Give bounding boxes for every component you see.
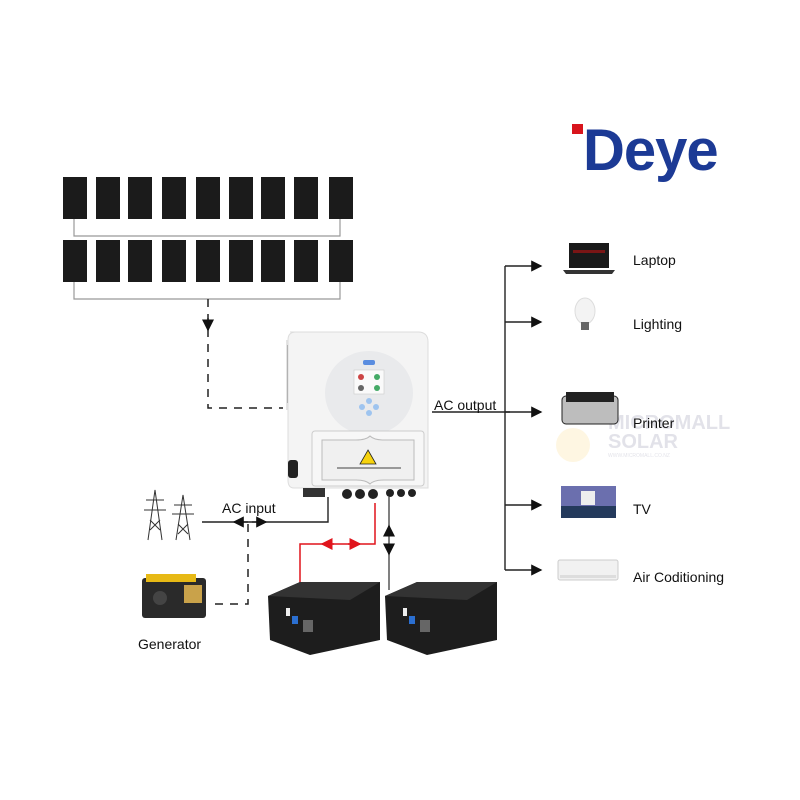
solar-array	[63, 177, 353, 282]
generator-label: Generator	[138, 636, 202, 652]
solar-panel-icon	[329, 240, 353, 282]
power-grid-tower-icon	[144, 489, 194, 541]
laptop-icon	[563, 243, 615, 274]
solar-panel-icon	[96, 240, 120, 282]
battery-rack-icon	[385, 582, 497, 655]
solar-panel-icon	[261, 240, 285, 282]
battery-rack-icon	[268, 582, 380, 655]
load-label-laptop: Laptop	[633, 252, 676, 268]
light-bulb-icon	[574, 297, 596, 330]
solar-panel-icon	[162, 240, 186, 282]
solar-panel-icon	[329, 177, 353, 219]
solar-panel-icon	[128, 177, 152, 219]
load-arrows	[505, 260, 543, 576]
solar-panel-icon	[294, 240, 318, 282]
solar-panel-icon	[261, 177, 285, 219]
solar-panel-icon	[128, 240, 152, 282]
load-label-tv: TV	[633, 501, 651, 517]
load-label-printer: Printer	[633, 415, 675, 431]
ac-output-label: AC output	[434, 397, 497, 413]
printer-icon	[561, 392, 619, 425]
watermark-sun-icon	[556, 428, 590, 462]
logo-accent	[572, 124, 583, 134]
solar-panel-icon	[229, 177, 253, 219]
ac-input-label: AC input	[222, 500, 276, 516]
solar-panel-icon	[162, 177, 186, 219]
solar-panel-icon	[63, 240, 87, 282]
solar-dc-line	[207, 299, 283, 409]
air-conditioner-icon	[557, 559, 619, 581]
generator-line	[214, 524, 249, 605]
solar-panel-icon	[229, 240, 253, 282]
deye-logo: Deye	[583, 118, 719, 183]
solar-panel-icon	[196, 177, 220, 219]
solar-panel-icon	[294, 177, 318, 219]
solar-panel-icon	[96, 177, 120, 219]
hybrid-inverter-icon	[286, 331, 429, 499]
generator-icon	[142, 574, 206, 618]
solar-panel-icon	[63, 177, 87, 219]
load-label-air-conditioning: Air Coditioning	[633, 569, 725, 585]
battery-link-red	[299, 503, 376, 585]
load-label-lighting: Lighting	[633, 316, 683, 332]
solar-wiring	[73, 219, 341, 300]
tv-icon	[561, 486, 616, 518]
solar-panel-icon	[196, 240, 220, 282]
